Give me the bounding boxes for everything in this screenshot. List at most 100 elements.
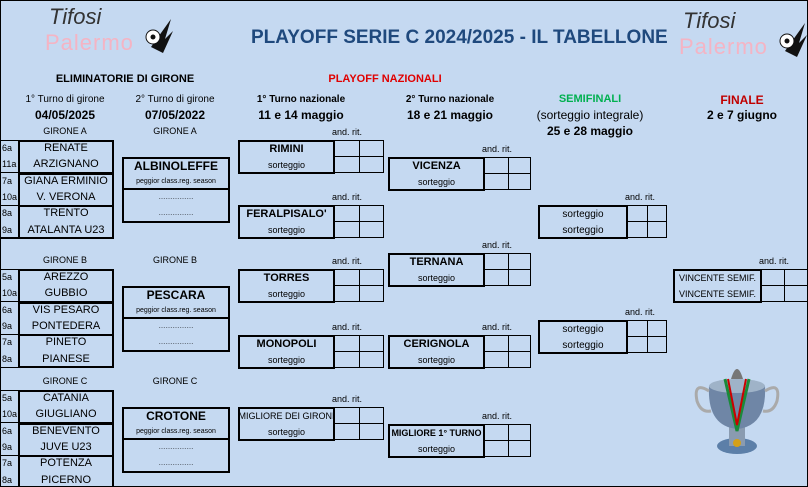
score-cell-rit[interactable] bbox=[359, 205, 384, 222]
score-cell-rit[interactable] bbox=[359, 285, 384, 302]
score-cell-and[interactable] bbox=[484, 173, 509, 190]
score-cell-and[interactable] bbox=[334, 351, 360, 368]
score-cell-and[interactable] bbox=[627, 320, 648, 337]
score-cell-and[interactable] bbox=[334, 269, 360, 286]
group-label-round2: GIRONE B bbox=[152, 255, 197, 265]
score-cell-rit[interactable] bbox=[784, 269, 807, 286]
round-date-final: 2 e 7 giugno bbox=[706, 108, 777, 122]
score-header: and. rit. bbox=[332, 394, 363, 404]
team-seed: 6a bbox=[2, 143, 13, 153]
round-label-n2: 2° Turno nazionale bbox=[405, 94, 495, 105]
score-cell-rit[interactable] bbox=[359, 407, 384, 424]
score-cell-rit[interactable] bbox=[359, 140, 384, 157]
score-cell-and[interactable] bbox=[334, 407, 360, 424]
match-pair-box bbox=[18, 269, 114, 303]
score-cell-rit[interactable] bbox=[359, 221, 384, 238]
score-cell-and[interactable] bbox=[761, 269, 785, 286]
score-cell-and[interactable] bbox=[484, 269, 509, 286]
score-cell-and[interactable] bbox=[627, 205, 648, 222]
score-cell-and[interactable] bbox=[484, 253, 509, 270]
team-name: JUVE U23 bbox=[40, 440, 92, 453]
score-cell-and[interactable] bbox=[484, 157, 509, 174]
national1-match-team2: sorteggio bbox=[267, 160, 306, 170]
team-seed: 9a bbox=[2, 441, 13, 452]
team-name: POTENZA bbox=[40, 457, 92, 470]
score-header: and. rit. bbox=[482, 411, 513, 421]
national2-match-team2: sorteggio bbox=[417, 177, 456, 187]
score-cell-rit[interactable] bbox=[508, 173, 531, 190]
team-name: PINETO bbox=[45, 336, 87, 349]
score-cell-rit[interactable] bbox=[508, 424, 531, 441]
team-seed: 7a bbox=[2, 337, 13, 348]
score-cell-rit[interactable] bbox=[359, 423, 384, 440]
score-cell-and[interactable] bbox=[334, 335, 360, 352]
team-seed: 5a bbox=[2, 272, 13, 282]
score-cell-and[interactable] bbox=[484, 440, 509, 457]
second-round-note: peggior class.reg. season bbox=[136, 177, 216, 185]
score-cell-and[interactable] bbox=[484, 424, 509, 441]
score-cell-rit[interactable] bbox=[508, 253, 531, 270]
national2-match-team2: sorteggio bbox=[417, 444, 456, 454]
score-header: and. rit. bbox=[625, 192, 656, 202]
match-pair-box bbox=[18, 390, 114, 424]
score-cell-rit[interactable] bbox=[647, 221, 667, 238]
score-cell-and[interactable] bbox=[334, 205, 360, 222]
score-header: and. rit. bbox=[332, 256, 363, 266]
logo-text: Palermo bbox=[679, 34, 768, 59]
team-seed: 7a bbox=[2, 175, 13, 186]
score-cell-rit[interactable] bbox=[508, 351, 531, 368]
second-round-box bbox=[122, 188, 230, 223]
team-seed: 10a bbox=[2, 288, 18, 299]
team-name: VIS PESARO bbox=[32, 303, 100, 316]
team-name: V. VERONA bbox=[36, 190, 96, 203]
score-cell-rit[interactable] bbox=[359, 335, 384, 352]
national2-match-team2: sorteggio bbox=[417, 355, 456, 365]
score-cell-rit[interactable] bbox=[359, 351, 384, 368]
match-pair-box bbox=[18, 205, 114, 240]
score-cell-and[interactable] bbox=[484, 351, 509, 368]
divider bbox=[1, 367, 113, 368]
match-pair-box bbox=[18, 172, 114, 207]
eagle-ball-icon bbox=[779, 23, 807, 57]
round-date-r1: 04/05/2025 bbox=[34, 108, 96, 122]
round-date-n2: 18 e 21 maggio bbox=[406, 108, 494, 122]
logo-text: Palermo bbox=[45, 30, 134, 55]
team-name: AREZZO bbox=[43, 271, 89, 283]
divider bbox=[1, 333, 19, 335]
score-cell-and[interactable] bbox=[334, 285, 360, 302]
score-cell-rit[interactable] bbox=[784, 285, 807, 302]
score-cell-and[interactable] bbox=[761, 285, 785, 302]
score-cell-and[interactable] bbox=[334, 156, 360, 173]
score-cell-and[interactable] bbox=[627, 336, 648, 353]
group-label-round2: GIRONE A bbox=[153, 126, 197, 136]
national1-match-team2: sorteggio bbox=[267, 289, 306, 299]
score-cell-and[interactable] bbox=[627, 221, 648, 238]
team-seed: 10a bbox=[2, 191, 18, 202]
team-seed: 9a bbox=[2, 224, 13, 235]
score-cell-rit[interactable] bbox=[359, 156, 384, 173]
divider bbox=[1, 204, 19, 206]
placeholder-dots: …………… bbox=[158, 443, 194, 451]
team-seed: 10a bbox=[2, 409, 18, 420]
score-cell-rit[interactable] bbox=[508, 269, 531, 286]
score-cell-and[interactable] bbox=[484, 335, 509, 352]
team-name: GIUGLIANO bbox=[35, 408, 97, 421]
score-cell-rit[interactable] bbox=[359, 269, 384, 286]
score-cell-rit[interactable] bbox=[508, 157, 531, 174]
score-cell-rit[interactable] bbox=[647, 336, 667, 353]
score-header: and. rit. bbox=[482, 322, 513, 332]
team-seed: 8a bbox=[2, 353, 13, 364]
score-cell-rit[interactable] bbox=[647, 205, 667, 222]
national1-match-team1: TORRES bbox=[263, 272, 310, 284]
score-cell-and[interactable] bbox=[334, 423, 360, 440]
match-pair-box bbox=[18, 140, 114, 174]
score-cell-and[interactable] bbox=[334, 140, 360, 157]
divider bbox=[1, 301, 19, 303]
team-name: GUBBIO bbox=[44, 287, 88, 300]
score-cell-rit[interactable] bbox=[508, 335, 531, 352]
score-cell-rit[interactable] bbox=[508, 440, 531, 457]
second-round-box bbox=[122, 317, 230, 352]
tifosi-palermo-logo-right: Tifosi Palermo bbox=[679, 9, 807, 61]
score-cell-rit[interactable] bbox=[647, 320, 667, 337]
score-cell-and[interactable] bbox=[334, 221, 360, 238]
